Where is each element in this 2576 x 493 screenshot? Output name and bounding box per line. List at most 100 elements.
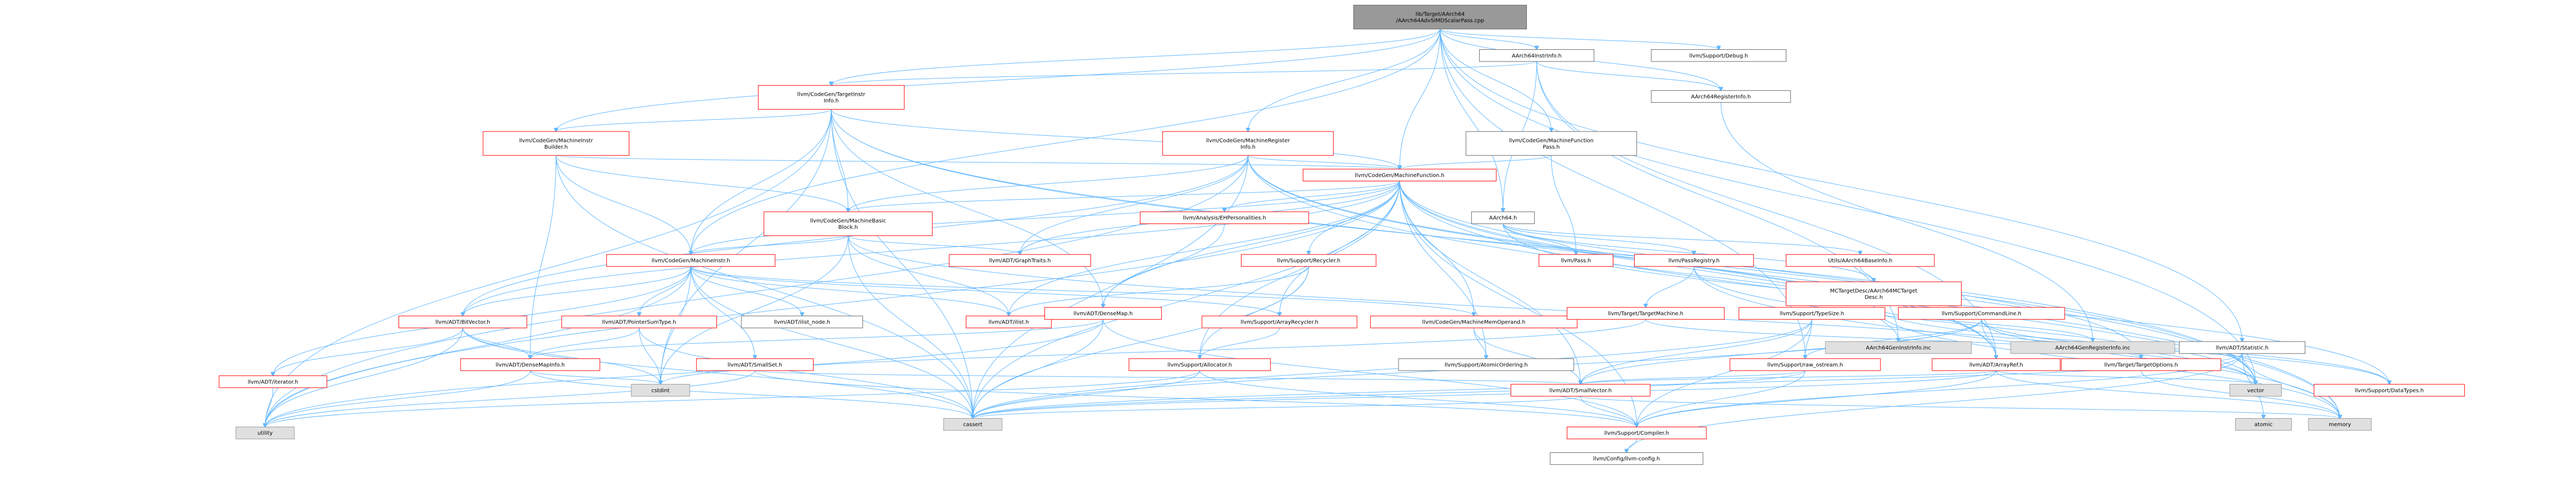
header-node[interactable]: llvm/Support/TypeSize.h — [1738, 307, 1885, 320]
edge-n37-to-n46 — [973, 370, 1806, 418]
header-node[interactable]: llvm/Pass.h — [1539, 254, 1614, 267]
node-box — [2229, 384, 2282, 397]
edge-n19-to-n34 — [273, 328, 463, 375]
header-node[interactable]: Utils/AArch64BaseInfo.h — [1785, 254, 1935, 267]
header-node[interactable]: llvm/CodeGen/MachineMemOperand.h — [1370, 315, 1578, 328]
header-node[interactable]: llvm/ADT/DenseMapInfo.h — [460, 358, 600, 371]
edge-n35-to-n45 — [265, 370, 1200, 427]
node-label: vector — [2247, 388, 2265, 394]
node-box — [1479, 49, 1595, 62]
node-box — [2308, 418, 2372, 431]
edge-n32-to-n40 — [754, 370, 1581, 384]
edge-n37-to-n40 — [1581, 370, 1806, 384]
node-label: llvm/ADT/DenseMapInfo.h — [496, 362, 565, 368]
edge-n10-to-n12 — [691, 235, 849, 255]
node-label: llvm/Support/Compiler.h — [1604, 430, 1669, 436]
header-node[interactable]: llvm/ADT/SmallSet.h — [696, 358, 814, 371]
node-box — [1729, 358, 1881, 371]
header-node[interactable]: llvm/Config/llvm-config.h — [1550, 452, 1704, 465]
header-node[interactable]: llvm/Support/Debug.h — [1651, 49, 1786, 62]
header-node[interactable]: llvm/ADT/SmallVector.h — [1510, 384, 1651, 397]
edge-n4-to-n46 — [831, 109, 973, 418]
node-label: MCTargetDesc/AArch64MCTarget — [1830, 288, 1918, 294]
header-node[interactable]: llvm/Target/TargetMachine.h — [1566, 307, 1725, 320]
node-label: AArch64RegisterInfo.h — [1691, 94, 1751, 100]
external-header-node: cstdint — [631, 384, 690, 397]
node-box — [606, 254, 776, 267]
edge-n10-to-n46 — [848, 235, 973, 419]
header-node[interactable]: llvm/ADT/ilist_node.h — [741, 315, 863, 328]
edge-n5-to-n8 — [556, 155, 1400, 170]
node-box — [1539, 254, 1614, 267]
header-node[interactable]: llvm/Support/raw_ostream.h — [1729, 358, 1881, 371]
node-label: atomic — [2254, 422, 2273, 428]
node-label: /AArch64AdvSIMDScalarPass.cpp — [1396, 18, 1484, 24]
header-node[interactable]: llvm/Support/CommandLine.h — [1898, 307, 2065, 320]
edge-n25-to-n36 — [1473, 328, 1486, 358]
edge-n7-to-n15 — [1551, 155, 1576, 255]
dependency-edges — [265, 28, 2389, 452]
header-node[interactable]: llvm/CodeGen/MachineInstr.h — [606, 254, 776, 267]
edge-n5-to-n10 — [556, 155, 848, 212]
node-box — [218, 375, 327, 388]
header-node[interactable]: llvm/ADT/DenseMap.h — [1044, 307, 1162, 320]
header-node[interactable]: llvm/Support/AtomicOrdering.h — [1398, 358, 1574, 371]
external-header-node: AArch64GenInstrInfo.inc — [1825, 341, 1972, 354]
external-header-node: memory — [2308, 418, 2372, 431]
header-node[interactable]: llvm/Support/ArrayRecycler.h — [1201, 315, 1357, 328]
header-node[interactable]: llvm/ADT/BitVector.h — [398, 315, 527, 328]
header-node[interactable]: llvm/Support/DataTypes.h — [2314, 384, 2465, 397]
node-label: llvm/Support/DataTypes.h — [2355, 388, 2424, 394]
node-label: llvm/Config/llvm-config.h — [1593, 456, 1660, 462]
node-label: Utils/AArch64BaseInfo.h — [1828, 258, 1892, 264]
node-label: llvm/ADT/ilist.h — [988, 320, 1029, 326]
edge-n6-to-n13 — [1020, 155, 1248, 255]
node-label: llvm/CodeGen/MachineFunction — [1509, 138, 1594, 144]
edge-n6-to-n8 — [1247, 155, 1400, 170]
header-node[interactable]: llvm/Support/Allocator.h — [1128, 358, 1271, 371]
node-label: llvm/CodeGen/TargetInstr — [797, 92, 865, 98]
node-box — [1566, 427, 1707, 440]
header-node[interactable]: llvm/ADT/ArrayRef.h — [1932, 358, 2060, 371]
node-box — [2010, 341, 2175, 354]
node-label: memory — [2329, 422, 2351, 428]
header-node[interactable]: llvm/ADT/GraphTraits.h — [949, 254, 1091, 267]
header-node[interactable]: AArch64.h — [1471, 211, 1535, 224]
header-node[interactable]: llvm/ADT/ilist.h — [965, 315, 1052, 328]
header-node[interactable]: llvm/Support/Recycler.h — [1241, 254, 1377, 267]
edge-n17-to-n18 — [1860, 266, 1874, 282]
header-node[interactable]: AArch64RegisterInfo.h — [1651, 90, 1791, 103]
edge-root-to-n2 — [1440, 28, 1719, 49]
node-box — [1471, 211, 1535, 224]
header-node[interactable]: llvm/ADT/PointerSumType.h — [561, 315, 717, 328]
header-node[interactable]: llvm/CodeGen/MachineFunction.h — [1302, 168, 1497, 182]
edge-n23-to-n46 — [973, 319, 1104, 418]
dependency-nodes: lib/Target/AArch64/AArch64AdvSIMDScalarP… — [218, 5, 2465, 465]
header-node[interactable]: AArch64InstrInfo.h — [1479, 49, 1595, 62]
edge-n10-to-n22 — [848, 235, 1009, 316]
external-header-node: cassert — [943, 418, 1003, 431]
header-node[interactable]: llvm/Support/Compiler.h — [1566, 427, 1707, 440]
header-node[interactable]: llvm/Analysis/EHPersonalities.h — [1139, 211, 1309, 224]
edge-n8-to-n36 — [1399, 181, 1486, 359]
header-node[interactable]: llvm/ADT/Statistic.h — [2179, 341, 2306, 354]
node-box — [1898, 307, 2065, 320]
node-box — [1566, 307, 1725, 320]
header-node[interactable]: llvm/PassRegistry.h — [1634, 254, 1754, 267]
header-node[interactable]: llvm/ADT/iterator.h — [218, 375, 327, 388]
edge-n38-to-n41 — [1996, 370, 2256, 384]
edge-n27-to-n47 — [1637, 319, 1813, 427]
header-node[interactable]: llvm/Target/TargetOptions.h — [2061, 358, 2221, 371]
edge-n8-to-n19 — [463, 181, 1400, 316]
node-label: llvm/Support/ArrayRecycler.h — [1240, 320, 1318, 326]
edge-n28-to-n37 — [1805, 319, 1982, 358]
edge-n16-to-n26 — [1646, 266, 1695, 307]
node-box — [943, 418, 1003, 431]
node-box — [236, 427, 295, 440]
